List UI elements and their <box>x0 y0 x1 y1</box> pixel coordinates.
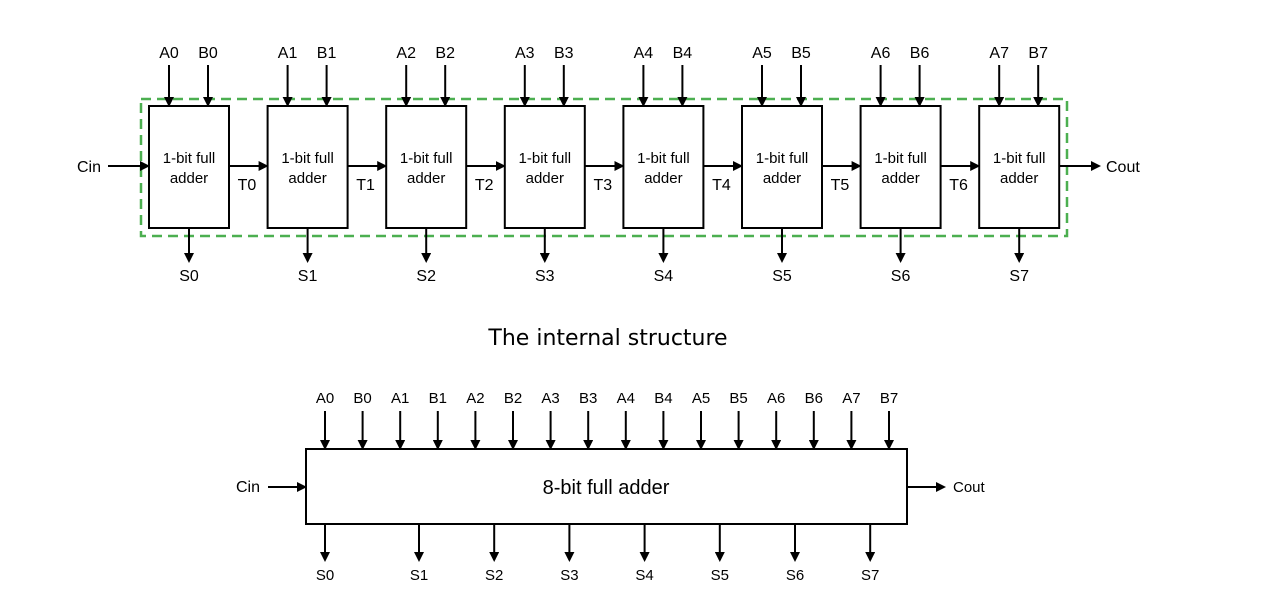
sum-output-label: S4 <box>654 268 674 285</box>
full-adder-label: 1-bit full <box>637 150 690 167</box>
full-adder-block <box>148 105 230 229</box>
input-a-label: A6 <box>871 45 891 62</box>
carry-label: T1 <box>356 177 375 194</box>
overview-input-label: A7 <box>842 390 860 407</box>
carry-label: T0 <box>238 177 257 194</box>
full-adder-label: adder <box>170 170 208 187</box>
overview-input-label: A1 <box>391 390 409 407</box>
input-a-label: A3 <box>515 45 535 62</box>
full-adder-block <box>385 105 468 229</box>
overview-input-label: A4 <box>617 390 635 407</box>
overview-input-label: B2 <box>504 390 522 407</box>
overview-input-label: B5 <box>729 390 747 407</box>
eight-bit-adder-label: 8-bit full adder <box>543 477 670 499</box>
overview-output-label: S6 <box>786 567 804 584</box>
carry-label: T5 <box>831 177 850 194</box>
overview-input-label: B7 <box>880 390 898 407</box>
full-adder-label: adder <box>526 170 564 187</box>
carry-label: T3 <box>593 177 612 194</box>
carry-label: T2 <box>475 177 494 194</box>
sum-output-label: S3 <box>535 268 555 285</box>
full-adder-label: adder <box>288 170 326 187</box>
caption: The internal structure <box>487 326 727 351</box>
full-adder-label: adder <box>763 170 801 187</box>
overview-output-label: S2 <box>485 567 503 584</box>
input-b-label: B7 <box>1028 45 1048 62</box>
input-b-label: B5 <box>791 45 811 62</box>
overview-input-label: B4 <box>654 390 672 407</box>
full-adder-label: 1-bit full <box>400 150 453 167</box>
input-b-label: B0 <box>198 45 218 62</box>
full-adder-label: 1-bit full <box>519 150 572 167</box>
sum-output-label: S0 <box>179 268 199 285</box>
full-adder-block <box>859 105 942 229</box>
overview-input-label: B3 <box>579 390 597 407</box>
overview-input-label: B1 <box>429 390 447 407</box>
sum-output-label: S6 <box>891 268 911 285</box>
sum-output-label: S1 <box>298 268 318 285</box>
eight-bit-adder-box <box>305 448 908 525</box>
input-a-label: A2 <box>396 45 416 62</box>
full-adder-label: 1-bit full <box>756 150 809 167</box>
overview-output-label: S1 <box>410 567 428 584</box>
full-adder-label: 1-bit full <box>993 150 1046 167</box>
overview-structure: 8-bit full adder Cin Cout A0 B0 A1 B1 A2 B2 A3… <box>236 390 986 584</box>
full-adder-label: adder <box>1000 170 1038 187</box>
overview-output-label: S5 <box>711 567 729 584</box>
full-adder-block <box>503 105 586 229</box>
overview-input-label: A6 <box>767 390 785 407</box>
overview-output-label: S4 <box>635 567 653 584</box>
sum-output-label: S5 <box>772 268 792 285</box>
sum-output-label: S2 <box>416 268 436 285</box>
overview-input-label: A0 <box>316 390 334 407</box>
input-a-label: A4 <box>634 45 654 62</box>
internal-cin-label: Cin <box>77 159 101 176</box>
full-adder-label: 1-bit full <box>163 150 216 167</box>
full-adder-block <box>266 105 349 229</box>
input-a-label: A1 <box>278 45 298 62</box>
overview-cout-label: Cout <box>953 479 986 496</box>
input-b-label: B1 <box>317 45 337 62</box>
overview-output-label: S3 <box>560 567 578 584</box>
full-adder-block <box>978 105 1061 229</box>
sum-output-label: S7 <box>1009 268 1029 285</box>
full-adder-block <box>622 105 705 229</box>
full-adder-label: adder <box>407 170 445 187</box>
overview-input-label: A5 <box>692 390 710 407</box>
overview-input-label: B0 <box>353 390 371 407</box>
input-b-label: B4 <box>673 45 693 62</box>
full-adder-label: 1-bit full <box>874 150 927 167</box>
full-adder-label: adder <box>644 170 682 187</box>
input-b-label: B3 <box>554 45 574 62</box>
input-b-label: B6 <box>910 45 930 62</box>
full-adder-block <box>741 105 823 229</box>
full-adder-label: adder <box>881 170 919 187</box>
input-b-label: B2 <box>435 45 455 62</box>
overview-input-label: A3 <box>541 390 559 407</box>
carry-label: T4 <box>712 177 731 194</box>
input-a-label: A0 <box>159 45 179 62</box>
input-a-label: A7 <box>989 45 1009 62</box>
overview-cin-label: Cin <box>236 479 260 496</box>
carry-label: T6 <box>949 177 968 194</box>
full-adder-label: 1-bit full <box>281 150 334 167</box>
overview-output-label: S0 <box>316 567 334 584</box>
overview-output-label: S7 <box>861 567 879 584</box>
overview-input-label: A2 <box>466 390 484 407</box>
input-a-label: A5 <box>752 45 772 62</box>
internal-cout-label: Cout <box>1106 159 1140 176</box>
overview-input-label: B6 <box>805 390 823 407</box>
